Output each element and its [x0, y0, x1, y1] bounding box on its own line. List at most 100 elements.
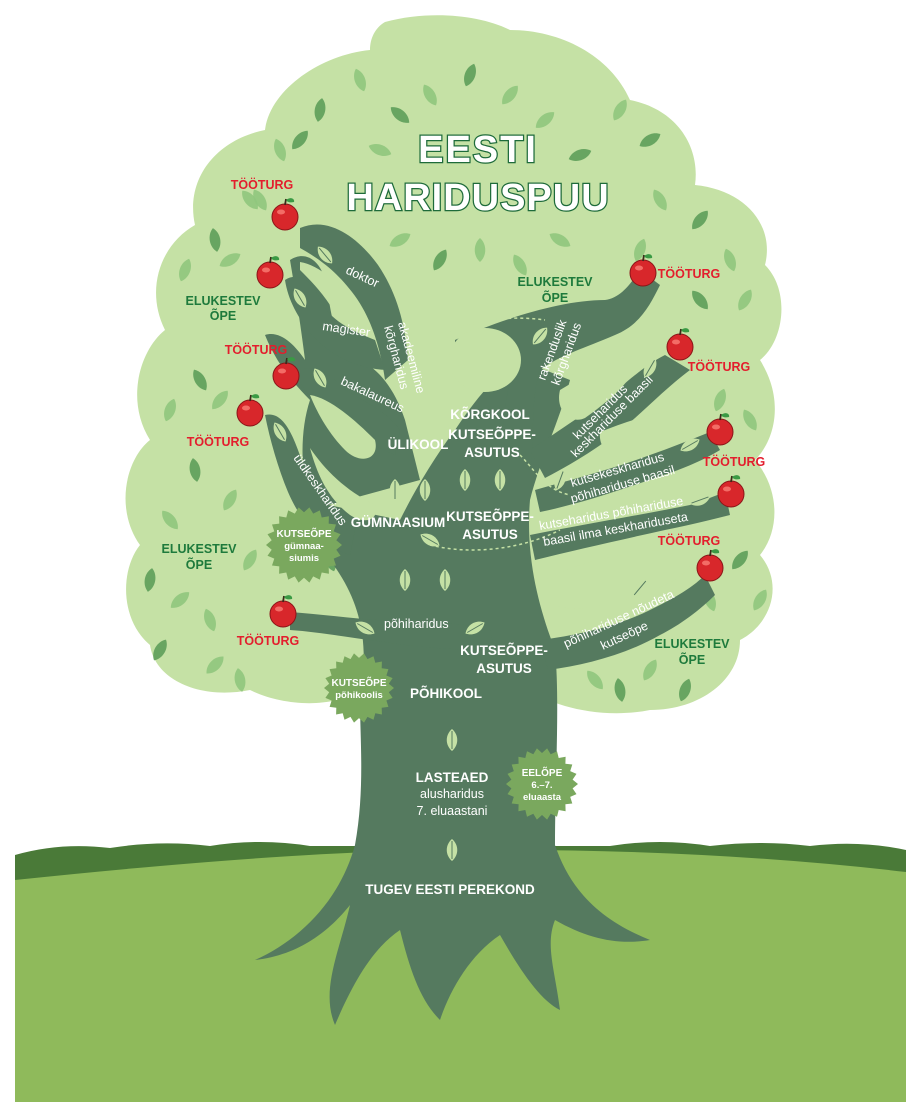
- apple-icon: [271, 198, 299, 231]
- apple-icon: [269, 595, 297, 628]
- dashed-paths: [429, 317, 571, 551]
- lifelong-labels: ELUKESTEV ÕPE ELUKESTEV ÕPE ELUKESTEV ÕP…: [161, 275, 730, 667]
- labor-market-label-2: TÖÖTURG: [225, 342, 288, 357]
- leaf-icon: [513, 254, 527, 276]
- leaf-icon: [274, 138, 286, 162]
- leaf-icon: [389, 233, 411, 247]
- applied-branch: [455, 270, 660, 470]
- leaf-icon: [419, 479, 431, 501]
- badge-vocational-gymnasium-text-2: gümnaa-: [284, 541, 324, 552]
- lifelong-right-bottom-1: ELUKESTEV: [654, 637, 730, 651]
- leaf-icon: [532, 327, 548, 345]
- apple-icon: [256, 256, 284, 289]
- leaf-icon: [568, 149, 592, 161]
- family-label: TUGEV EESTI PEREKOND: [365, 882, 535, 897]
- basic-education-branch: [290, 612, 495, 650]
- leaf-icon: [613, 99, 627, 121]
- leaf-icon: [549, 233, 571, 247]
- dashed-path-mid: [519, 454, 571, 496]
- vocational-mid-label-1: KUTSEÕPPE-: [446, 509, 534, 524]
- inner-islands: [300, 262, 692, 609]
- vocational-upper-label-2: ASUTUS: [464, 445, 520, 460]
- leaf-icon: [433, 249, 447, 271]
- leaf-icon: [314, 98, 326, 122]
- leaf-icon: [170, 592, 190, 608]
- higher-school-label: KÕRGKOOL: [450, 407, 530, 422]
- leaf-icon: [420, 533, 440, 547]
- apple-icon: [717, 475, 745, 508]
- badge-vocational-basic-text-1: KUTSEÕPE: [331, 676, 386, 689]
- leaf-icon: [243, 549, 257, 571]
- master-branch: [285, 276, 385, 370]
- leaf-icon: [253, 189, 267, 211]
- voc-no-basic-branch: [540, 575, 715, 670]
- voc-secondary-branch: [530, 355, 690, 478]
- title-line-2: HARIDUSPUU: [346, 177, 609, 219]
- dashed-path-lower: [429, 529, 561, 551]
- lifelong-left-top-2: ÕPE: [210, 308, 236, 323]
- inner-island-right-1: [559, 355, 640, 420]
- preschool-label-1: alusharidus: [420, 787, 484, 801]
- badge-vocational-gymnasium-text-1: KUTSEÕPE: [276, 527, 331, 540]
- leaf-icon: [692, 290, 708, 310]
- leaf-icon: [689, 494, 711, 506]
- leaf-icon: [423, 84, 437, 106]
- vocational-mid-label-2: ASUTUS: [462, 527, 518, 542]
- leaf-icon: [692, 210, 708, 230]
- leaf-icon: [459, 469, 471, 491]
- leaf-icon: [494, 469, 506, 491]
- apple-icon: [696, 549, 724, 582]
- leaf-icon: [223, 489, 237, 511]
- apple-icon: [236, 394, 264, 427]
- leaf-icon: [193, 369, 207, 391]
- voc-no-secondary-branch: [530, 492, 730, 560]
- labor-market-label-3: TÖÖTURG: [187, 434, 250, 449]
- leaf-icon: [639, 133, 661, 147]
- inner-island-right-3: [545, 549, 692, 609]
- leaf-icon: [242, 190, 258, 210]
- lifelong-left-bottom-1: ELUKESTEV: [161, 542, 237, 556]
- leaf-icon: [144, 568, 156, 592]
- labor-market-label-6: TÖÖTURG: [688, 359, 751, 374]
- title: EESTI HARIDUSPUU: [345, 128, 610, 221]
- leaf-icon: [632, 579, 648, 597]
- leaf-icon: [680, 438, 700, 452]
- apple-icon: [706, 413, 734, 446]
- leaf-icon: [743, 409, 757, 431]
- leaf-icon: [554, 469, 566, 491]
- leaf-icon: [390, 107, 410, 123]
- inner-island-left-2: [310, 395, 376, 459]
- voc-basic-branch: [535, 432, 720, 512]
- lifelong-center-2: ÕPE: [542, 290, 568, 305]
- lifelong-left-bottom-2: ÕPE: [186, 557, 212, 572]
- leaf-icon: [162, 510, 178, 530]
- leaf-icon: [679, 678, 691, 702]
- badge-vocational-basic-text-2: põhikoolis: [335, 690, 383, 701]
- labor-market-label-8: TÖÖTURG: [658, 533, 721, 548]
- labor-market-label-5: TÖÖTURG: [658, 266, 721, 281]
- roots: [255, 845, 650, 1025]
- apple-icon: [629, 254, 657, 287]
- institution-labels: ÜLIKOOL KÕRGKOOL KUTSEÕPPE- ASUTUS GÜMNA…: [351, 407, 548, 897]
- university-label: ÜLIKOOL: [388, 437, 449, 452]
- leaf-icon: [738, 289, 752, 311]
- title-line-1: EESTI: [418, 129, 538, 171]
- leaf-icon: [389, 479, 401, 501]
- leaf-icon: [212, 390, 228, 410]
- lifelong-center-1: ELUKESTEV: [517, 275, 593, 289]
- leaf-icon: [399, 569, 411, 591]
- badge-vocational-gymnasium-text-3: siumis: [289, 553, 319, 564]
- leaf-icon: [587, 670, 603, 690]
- leaf-icon: [643, 358, 657, 378]
- basic-education-label: põhiharidus: [384, 617, 449, 631]
- kindergarten-label: LASTEAED: [416, 770, 489, 785]
- leaf-icon: [464, 63, 476, 87]
- apple-icon: [666, 328, 694, 361]
- master-label: magister: [322, 319, 371, 340]
- leaf-icon: [219, 253, 241, 267]
